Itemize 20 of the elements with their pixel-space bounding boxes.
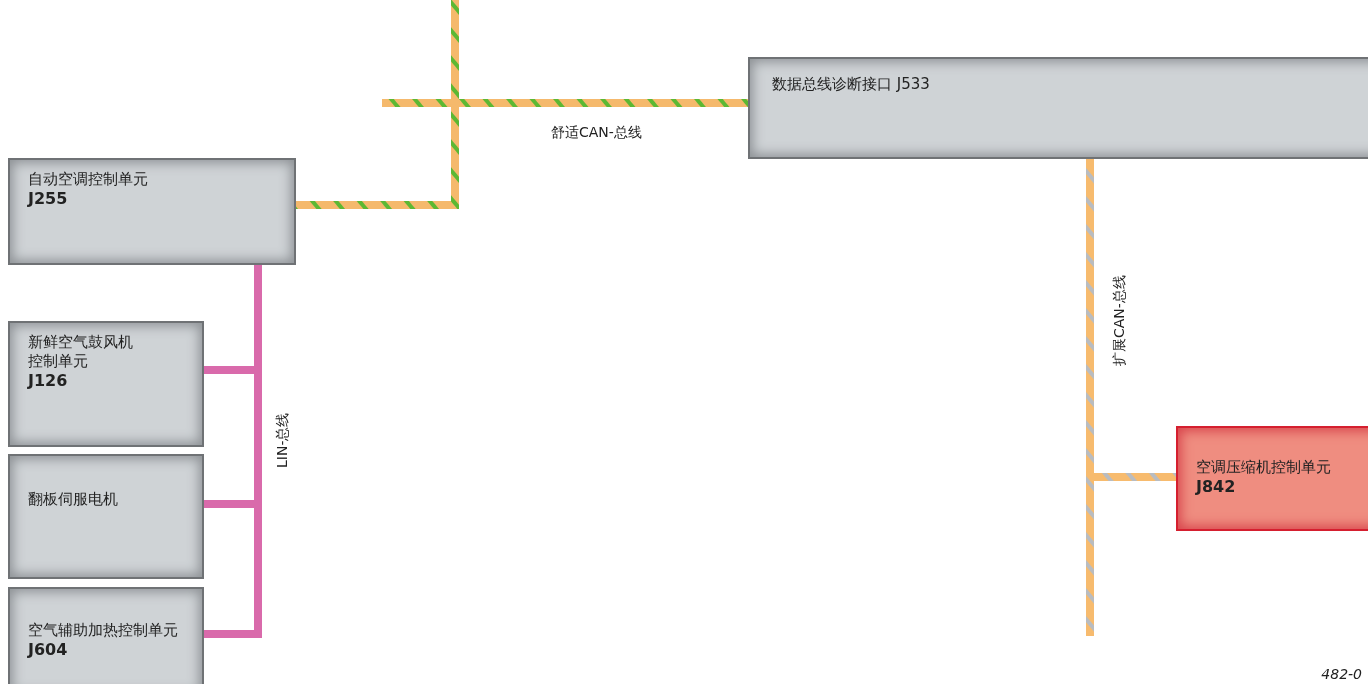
- control-unit-box: [8, 454, 204, 579]
- control-unit-box: [1176, 426, 1368, 531]
- unit-name: 数据总线诊断接口 J533: [772, 75, 931, 94]
- control-unit-box: [8, 587, 204, 684]
- unit-code: J255: [28, 189, 69, 208]
- unit-name: 空调压缩机控制单元: [1196, 458, 1332, 477]
- unit-code: J126: [28, 371, 69, 390]
- control-unit-box: [8, 321, 204, 447]
- bus-label: 舒适CAN-总线: [551, 124, 642, 142]
- unit-name: 新鲜空气鼓风机控制单元: [28, 333, 134, 371]
- unit-name: 自动空调控制单元: [28, 170, 149, 189]
- unit-code: J604: [28, 640, 69, 659]
- unit-code: J842: [1196, 477, 1237, 496]
- bus-label: 扩展CAN-总线: [1111, 274, 1128, 366]
- unit-name: 翻板伺服电机: [28, 490, 119, 509]
- control-unit-box: [8, 158, 296, 265]
- unit-name: 空气辅助加热控制单元: [28, 621, 179, 640]
- figure-number: 482-0: [1321, 666, 1362, 682]
- bus-label: LIN-总线: [274, 412, 291, 468]
- control-unit-box: [748, 57, 1368, 159]
